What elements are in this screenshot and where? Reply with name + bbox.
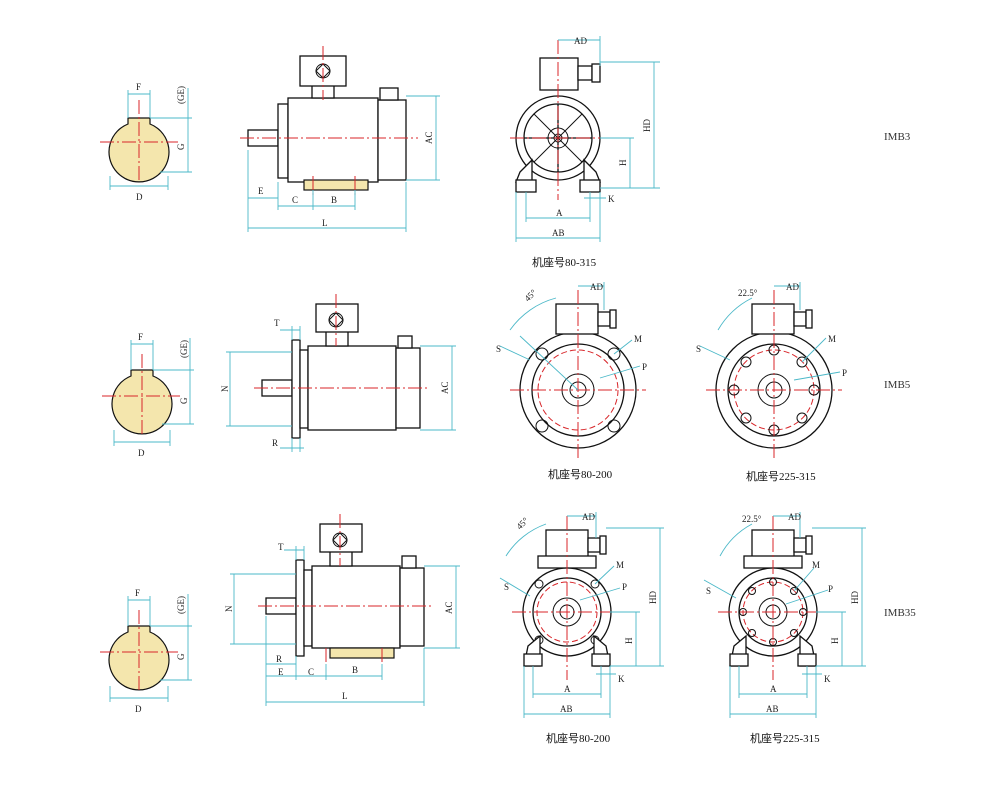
end-dims-r1 — [515, 36, 660, 242]
caption-r2-f2: 机座号225-315 — [746, 469, 816, 483]
end-view-foot-r1 — [510, 40, 610, 200]
label-AC: AC — [424, 131, 434, 144]
label-L: L — [322, 218, 328, 228]
label-F-r3: F — [135, 588, 140, 598]
label-R-r2: R — [272, 438, 278, 448]
label-P-r3a: P — [622, 582, 627, 592]
side-dims-r2 — [226, 326, 456, 452]
label-E: E — [258, 186, 264, 196]
label-S-r3b: S — [706, 586, 711, 596]
mount-label-imb5: IMB5 — [884, 379, 911, 391]
label-P-r2b: P — [842, 368, 847, 378]
label-A-r3b: A — [770, 684, 777, 694]
label-G-r3: G — [176, 653, 186, 660]
label-S-r2a: S — [496, 344, 501, 354]
label-P-r2a: P — [642, 362, 647, 372]
label-GE-r2: (GE) — [179, 340, 189, 358]
label-G: G — [176, 143, 186, 150]
mount-label-imb3: IMB3 — [884, 131, 911, 143]
label-N-r2: N — [220, 385, 230, 392]
label-K-r1: K — [608, 194, 615, 204]
label-A-r3a: A — [564, 684, 571, 694]
label-45-r3a: 45° — [514, 515, 530, 531]
label-G-r2: G — [179, 397, 189, 404]
label-HD-r1: HD — [642, 119, 652, 132]
label-M-r2b: M — [828, 334, 836, 344]
label-AB-r3b: AB — [766, 704, 779, 714]
label-AB-r1: AB — [552, 228, 565, 238]
label-E-r3: E — [278, 667, 284, 677]
label-HD-r3a: HD — [648, 591, 658, 604]
label-AB-r3a: AB — [560, 704, 573, 714]
label-B: B — [331, 195, 337, 205]
label-H-r1: H — [618, 159, 628, 166]
label-AD-r3a: AD — [582, 512, 595, 522]
label-F: F — [136, 82, 141, 92]
label-C-r3: C — [308, 667, 314, 677]
label-HD-r3b: HD — [850, 591, 860, 604]
side-view-motor-r2 — [254, 294, 430, 439]
label-H-r3a: H — [624, 637, 634, 644]
label-AC-r2: AC — [440, 381, 450, 394]
label-F-r2: F — [138, 332, 143, 342]
label-M-r3b: M — [812, 560, 820, 570]
flange-end-view-r2a — [499, 282, 646, 458]
label-D-r2: D — [138, 448, 145, 458]
mount-label-imb35: IMB35 — [884, 607, 916, 619]
side-view-motor-r1 — [240, 46, 418, 196]
side-view-motor-r3 — [258, 514, 434, 664]
label-A-r1: A — [556, 208, 563, 218]
side-dims-r3 — [230, 546, 460, 706]
label-B-r3: B — [352, 665, 358, 675]
foot-flange-end-view-r3a — [499, 512, 664, 718]
caption-r3-f2: 机座号225-315 — [750, 731, 820, 745]
caption-r1-end: 机座号80-315 — [532, 255, 597, 269]
label-M-r2a: M — [634, 334, 642, 344]
label-T-r3: T — [278, 542, 284, 552]
shaft-section-r1 — [100, 88, 192, 190]
label-P-r3b: P — [828, 584, 833, 594]
label-AD-r2b: AD — [786, 282, 799, 292]
label-D: D — [136, 192, 143, 202]
flange-end-view-r2b — [699, 282, 842, 458]
label-S-r2b: S — [696, 344, 701, 354]
caption-r3-f1: 机座号80-200 — [546, 731, 611, 745]
label-AD-r1: AD — [574, 36, 587, 46]
label-GE-r3: (GE) — [176, 596, 186, 614]
label-S-r3a: S — [504, 582, 509, 592]
label-AC-r3: AC — [444, 601, 454, 614]
label-H-r3b: H — [830, 637, 840, 644]
label-D-r3: D — [135, 704, 142, 714]
label-225-r2b: 22.5° — [738, 288, 758, 298]
label-N-r3: N — [224, 605, 234, 612]
label-AD-r3b: AD — [788, 512, 801, 522]
shaft-section-r3 — [100, 594, 192, 702]
label-225-r3b: 22.5° — [742, 514, 762, 524]
caption-r2-f1: 机座号80-200 — [548, 467, 613, 481]
label-M-r3a: M — [616, 560, 624, 570]
label-C: C — [292, 195, 298, 205]
label-GE: (GE) — [176, 86, 186, 104]
side-dims-r1 — [247, 95, 440, 232]
label-AD-r2a: AD — [590, 282, 603, 292]
label-T-r2: T — [274, 318, 280, 328]
label-45-r2a: 45° — [522, 287, 538, 303]
label-K-r3a: K — [618, 674, 625, 684]
label-L-r3: L — [342, 691, 348, 701]
shaft-section-r2 — [102, 338, 194, 446]
label-K-r3b: K — [824, 674, 831, 684]
foot-flange-end-view-r3b — [703, 512, 866, 718]
label-R-r3: R — [276, 654, 282, 664]
